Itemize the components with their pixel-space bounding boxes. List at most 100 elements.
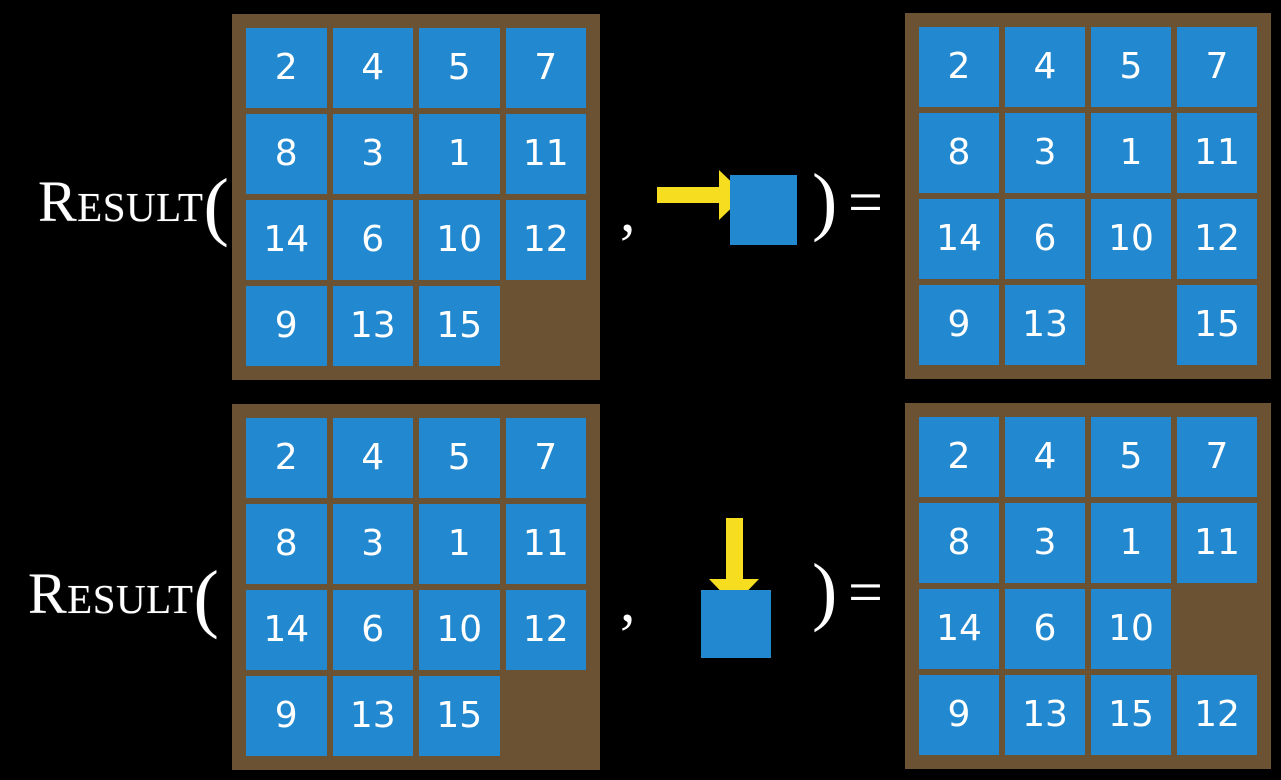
tile[interactable]: 13 <box>332 676 413 756</box>
tile-label: 1 <box>1119 132 1143 173</box>
tile-label: 15 <box>436 305 483 346</box>
tile[interactable]: 3 <box>1005 113 1085 193</box>
input-board-row1: 2 4 5 7 8 3 1 11 14 6 10 12 9 13 15 <box>232 14 600 380</box>
tile[interactable]: 1 <box>419 114 500 194</box>
tile-label: 10 <box>1108 218 1154 259</box>
equation-row-slide-down: Result( 2 4 5 7 8 3 1 11 14 6 10 12 9 13… <box>0 390 1281 780</box>
input-board-row2: 2 4 5 7 8 3 1 11 14 6 10 12 9 13 15 <box>232 404 600 770</box>
tile[interactable]: 3 <box>1005 503 1085 583</box>
tile[interactable]: 3 <box>332 114 413 194</box>
tile[interactable]: 11 <box>505 504 586 584</box>
tile[interactable]: 12 <box>1177 675 1257 755</box>
tile[interactable]: 9 <box>919 675 999 755</box>
tile-label: 13 <box>1022 694 1068 735</box>
tile[interactable]: 13 <box>332 286 413 366</box>
tile-label: 14 <box>263 609 310 650</box>
tile[interactable]: 9 <box>246 286 327 366</box>
tile[interactable]: 2 <box>919 27 999 107</box>
tile[interactable]: 12 <box>505 590 586 670</box>
tile[interactable]: 8 <box>246 114 327 194</box>
tile[interactable]: 1 <box>419 504 500 584</box>
tile-label: 9 <box>947 694 971 735</box>
tile[interactable]: 8 <box>246 504 327 584</box>
tile-label: 15 <box>1194 304 1240 345</box>
tile[interactable]: 12 <box>505 200 586 280</box>
blank-cell[interactable] <box>506 676 587 756</box>
tile[interactable]: 14 <box>246 200 327 280</box>
tile[interactable]: 14 <box>246 590 327 670</box>
tile[interactable]: 10 <box>419 590 500 670</box>
tile[interactable]: 3 <box>332 504 413 584</box>
tile[interactable]: 10 <box>1091 589 1171 669</box>
tile[interactable]: 4 <box>332 28 413 108</box>
tile[interactable]: 13 <box>1005 675 1085 755</box>
blank-cell[interactable] <box>1091 285 1171 365</box>
tile-label: 9 <box>947 304 971 345</box>
arrow-down-icon <box>726 518 743 580</box>
tile[interactable]: 1 <box>1091 113 1171 193</box>
result-open-paren-row2: ( <box>193 556 220 640</box>
tile[interactable]: 14 <box>919 199 999 279</box>
tile[interactable]: 2 <box>919 417 999 497</box>
tile-label: 4 <box>1033 46 1057 87</box>
blank-cell[interactable] <box>1177 589 1257 669</box>
tile[interactable]: 2 <box>246 418 327 498</box>
board-grid: 2 4 5 7 8 3 1 11 14 6 10 12 9 13 15 <box>919 27 1257 365</box>
output-board-row1: 2 4 5 7 8 3 1 11 14 6 10 12 9 13 15 <box>905 13 1271 379</box>
tile[interactable]: 15 <box>1177 285 1257 365</box>
tile[interactable]: 1 <box>1091 503 1171 583</box>
tile-label: 5 <box>447 47 471 88</box>
tile-label: 5 <box>447 437 471 478</box>
tile[interactable]: 10 <box>419 200 500 280</box>
tile-label: 4 <box>1033 436 1057 477</box>
tile[interactable]: 4 <box>1005 27 1085 107</box>
board-grid: 2 4 5 7 8 3 1 11 14 6 10 12 9 13 15 <box>246 418 586 756</box>
tile[interactable]: 5 <box>1091 27 1171 107</box>
tile[interactable]: 6 <box>1005 589 1085 669</box>
tile[interactable]: 5 <box>419 28 500 108</box>
tile[interactable]: 8 <box>919 113 999 193</box>
tile[interactable]: 10 <box>1091 199 1171 279</box>
tile[interactable]: 11 <box>505 114 586 194</box>
tile[interactable]: 2 <box>246 28 327 108</box>
tile-label: 3 <box>361 133 385 174</box>
tile[interactable]: 7 <box>505 28 586 108</box>
tile-label: 5 <box>1119 436 1143 477</box>
tile-label: 8 <box>274 523 298 564</box>
tile[interactable]: 15 <box>419 676 500 756</box>
tile[interactable]: 14 <box>919 589 999 669</box>
tile-label: 2 <box>947 46 971 87</box>
tile-label: 7 <box>1205 436 1229 477</box>
tile[interactable]: 15 <box>419 286 500 366</box>
tile[interactable]: 5 <box>1091 417 1171 497</box>
tile[interactable]: 6 <box>1005 199 1085 279</box>
tile-label: 13 <box>349 305 396 346</box>
arrow-right-icon <box>657 187 719 203</box>
tile[interactable]: 8 <box>919 503 999 583</box>
tile[interactable]: 4 <box>332 418 413 498</box>
tile[interactable]: 7 <box>1177 27 1257 107</box>
tile-label: 9 <box>274 695 298 736</box>
tile[interactable]: 6 <box>332 200 413 280</box>
tile-label: 11 <box>522 133 569 174</box>
tile[interactable]: 11 <box>1177 113 1257 193</box>
tile[interactable]: 12 <box>1177 199 1257 279</box>
tile[interactable]: 4 <box>1005 417 1085 497</box>
tile-label: 14 <box>263 219 310 260</box>
tile[interactable]: 6 <box>332 590 413 670</box>
tile[interactable]: 5 <box>419 418 500 498</box>
argument-separator-comma-row1: , <box>620 177 636 245</box>
tile[interactable]: 11 <box>1177 503 1257 583</box>
blank-cell[interactable] <box>506 286 587 366</box>
tile-label: 6 <box>1033 218 1057 259</box>
tile[interactable]: 7 <box>1177 417 1257 497</box>
tile[interactable]: 9 <box>246 676 327 756</box>
tile[interactable]: 13 <box>1005 285 1085 365</box>
tile-label: 8 <box>947 522 971 563</box>
tile[interactable]: 9 <box>919 285 999 365</box>
tile-label: 12 <box>522 609 569 650</box>
tile[interactable]: 15 <box>1091 675 1171 755</box>
tile[interactable]: 7 <box>505 418 586 498</box>
tile-label: 11 <box>522 523 569 564</box>
